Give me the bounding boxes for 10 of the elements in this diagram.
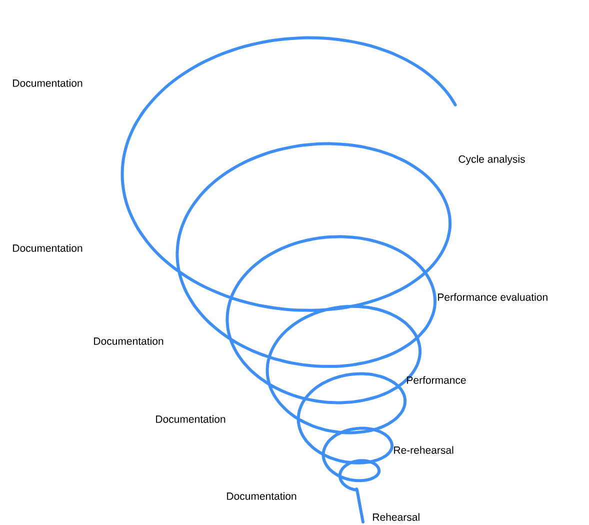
step-label: Documentation: [94, 337, 164, 345]
step-label: Rehearsal: [373, 513, 420, 521]
step-label: Documentation: [227, 492, 296, 500]
step-label: Documentation: [156, 415, 226, 423]
step-label: Performance: [407, 376, 466, 384]
step-label: Performance evaluation: [438, 293, 548, 301]
step-label: Re-rehearsal: [394, 446, 454, 454]
step-label: Cycle analysis: [458, 155, 525, 165]
step-label: Documentation: [13, 79, 82, 87]
step-label: Documentation: [13, 244, 82, 252]
